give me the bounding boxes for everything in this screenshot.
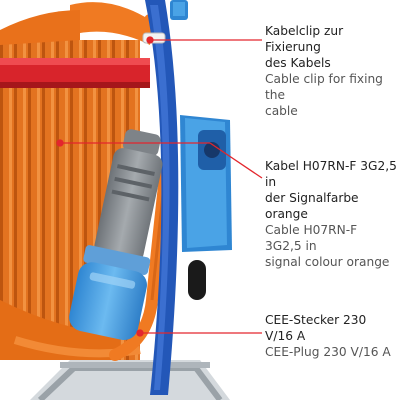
callout-cee-plug-en: CEE-Plug 230 V/16 A <box>265 345 391 359</box>
callout-cable-clip-en: Cable clip for fixing the cable <box>265 72 383 118</box>
cee-plug <box>69 129 163 341</box>
callout-cee-plug-de: CEE-Stecker 230 V/16 A <box>265 313 367 343</box>
cable-clip <box>142 32 166 44</box>
callout-cable-clip: Kabelclip zur Fixierung des Kabels Cable… <box>265 23 397 119</box>
reel-disc <box>145 0 188 395</box>
callout-cable-de: Kabel H07RN-F 3G2,5 in der Signalfarbe o… <box>265 159 397 221</box>
leader-lines <box>56 36 263 337</box>
callout-cee-plug: CEE-Stecker 230 V/16 A CEE-Plug 230 V/16… <box>265 312 397 360</box>
metal-stand <box>30 360 230 400</box>
callout-cable: Kabel H07RN-F 3G2,5 in der Signalfarbe o… <box>265 158 397 270</box>
callout-cable-clip-de: Kabelclip zur Fixierung des Kabels <box>265 24 344 70</box>
callout-cable-en: Cable H07RN-F 3G2,5 in signal colour ora… <box>265 223 390 269</box>
red-handle <box>0 58 150 88</box>
